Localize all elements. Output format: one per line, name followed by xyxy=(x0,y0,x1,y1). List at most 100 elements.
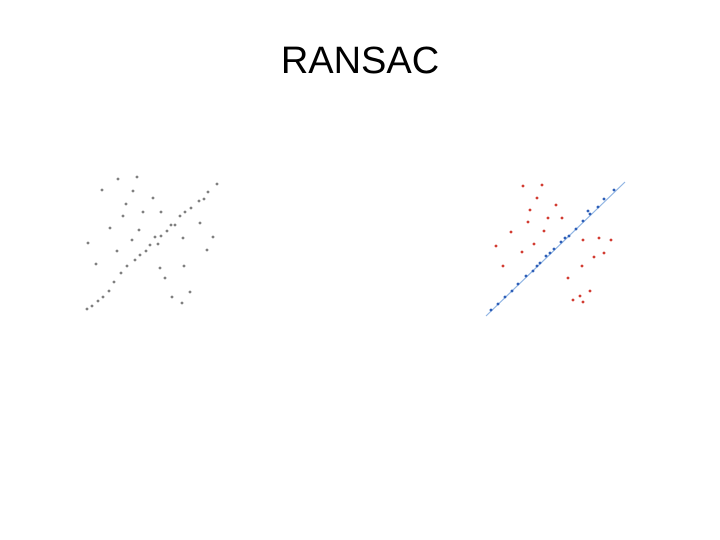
outlier-point xyxy=(566,276,570,280)
raw-data-point xyxy=(215,182,219,186)
inlier-point xyxy=(510,289,514,293)
outlier-point xyxy=(520,250,524,254)
raw-data-point xyxy=(144,249,148,253)
raw-data-point xyxy=(211,235,215,239)
inlier-point xyxy=(602,197,606,201)
outlier-point xyxy=(528,208,532,212)
raw-data-point xyxy=(130,238,134,242)
inlier-point xyxy=(544,254,548,258)
outlier-point xyxy=(580,264,584,268)
outlier-point xyxy=(597,236,601,240)
inlier-point xyxy=(563,236,567,240)
outlier-point xyxy=(560,216,564,220)
inlier-point xyxy=(588,212,592,216)
inlier-point xyxy=(581,219,585,223)
inlier-point xyxy=(524,274,528,278)
ransac-fit-result xyxy=(485,181,626,317)
outlier-point xyxy=(592,255,596,259)
raw-data-point xyxy=(121,214,125,218)
raw-data-point xyxy=(181,236,185,240)
raw-data-point xyxy=(206,190,210,194)
raw-data-point xyxy=(85,307,89,311)
raw-data-point xyxy=(182,264,186,268)
raw-data-point xyxy=(202,197,206,201)
raw-data-point xyxy=(90,304,94,308)
raw-data-point xyxy=(133,258,137,262)
raw-data-point xyxy=(100,188,104,192)
raw-data-point xyxy=(135,175,139,179)
inlier-point xyxy=(574,227,578,231)
outlier-point xyxy=(521,184,525,188)
raw-data-point xyxy=(189,206,193,210)
inlier-point xyxy=(596,205,600,209)
slide-title: RANSAC xyxy=(280,40,440,82)
outlier-point xyxy=(546,216,550,220)
raw-data-point xyxy=(119,271,123,275)
outlier-point xyxy=(509,230,513,234)
outlier-point xyxy=(526,220,530,224)
outlier-point xyxy=(535,196,539,200)
outlier-point xyxy=(602,251,606,255)
inlier-point xyxy=(612,188,616,192)
outlier-point xyxy=(532,242,536,246)
raw-data-point xyxy=(116,177,120,181)
raw-data-point xyxy=(178,214,182,218)
raw-data-point xyxy=(138,253,142,257)
raw-data-point xyxy=(188,290,192,294)
raw-point-cloud xyxy=(85,175,219,311)
raw-data-point xyxy=(165,229,169,233)
raw-data-point xyxy=(198,221,202,225)
raw-data-point xyxy=(137,228,141,232)
raw-data-point xyxy=(124,202,128,206)
raw-data-point xyxy=(169,223,173,227)
outlier-point xyxy=(540,183,544,187)
raw-data-point xyxy=(173,223,177,227)
raw-data-point xyxy=(108,226,112,230)
inlier-point xyxy=(489,308,493,312)
inlier-point xyxy=(567,234,571,238)
outlier-point xyxy=(609,238,613,242)
inlier-point xyxy=(503,295,507,299)
inlier-point xyxy=(535,264,539,268)
inlier-point xyxy=(496,302,500,306)
outlier-point xyxy=(578,294,582,298)
inlier-point xyxy=(559,240,563,244)
raw-data-point xyxy=(148,243,152,247)
inlier-point xyxy=(552,247,556,251)
raw-data-point xyxy=(180,301,184,305)
outlier-point xyxy=(501,264,505,268)
raw-data-point xyxy=(151,196,155,200)
raw-data-point xyxy=(94,262,98,266)
inlier-point xyxy=(531,269,535,273)
inlier-point xyxy=(548,251,552,255)
outlier-point xyxy=(554,203,558,207)
raw-data-point xyxy=(101,295,105,299)
raw-data-point xyxy=(170,295,174,299)
raw-data-point xyxy=(115,249,119,253)
raw-data-point xyxy=(86,241,90,245)
raw-data-point xyxy=(158,266,162,270)
raw-data-point xyxy=(205,248,209,252)
outlier-point xyxy=(588,289,592,293)
raw-data-point xyxy=(112,280,116,284)
raw-data-point xyxy=(107,289,111,293)
raw-data-point xyxy=(159,210,163,214)
raw-data-point xyxy=(141,210,145,214)
outlier-point xyxy=(581,238,585,242)
inlier-point xyxy=(516,282,520,286)
raw-data-point xyxy=(163,276,167,280)
outlier-point xyxy=(494,244,498,248)
inlier-point xyxy=(586,209,590,213)
inlier-point xyxy=(538,261,542,265)
raw-data-point xyxy=(183,210,187,214)
outlier-point xyxy=(581,300,585,304)
raw-data-point xyxy=(159,234,163,238)
raw-data-point xyxy=(197,199,201,203)
raw-data-point xyxy=(153,235,157,239)
outlier-point xyxy=(542,229,546,233)
raw-data-point xyxy=(96,299,100,303)
raw-data-point xyxy=(125,264,129,268)
outlier-point xyxy=(571,298,575,302)
fitted-line xyxy=(485,181,626,317)
raw-data-point xyxy=(131,189,135,193)
